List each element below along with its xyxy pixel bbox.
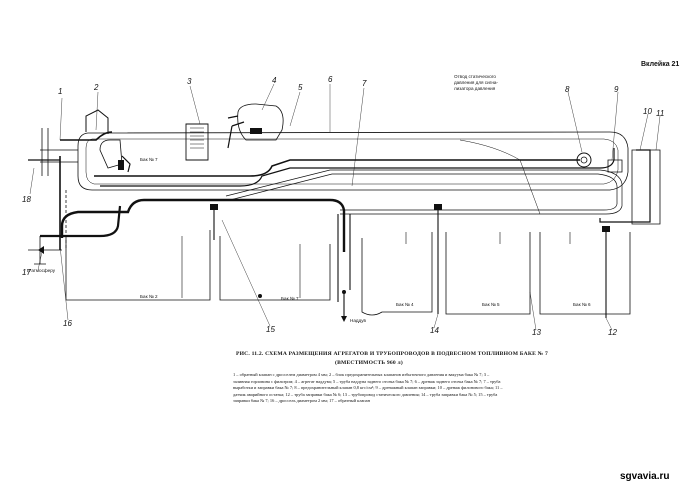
component-4-tube: [227, 115, 245, 149]
arrow-air: [341, 316, 347, 322]
callout-9: 9: [614, 85, 619, 94]
component-8-inner: [580, 156, 588, 164]
arrow-atmosphere: [38, 246, 44, 254]
tank6-label: Бак № 6: [573, 302, 591, 307]
side-note-line-2: давления для сигна-: [454, 80, 498, 85]
component-4-body: [237, 103, 284, 141]
air-inlet-label: Наддув: [350, 318, 366, 323]
fitting-dot-1: [342, 290, 346, 294]
wing-tank-6: [539, 232, 631, 315]
callout-13: 13: [532, 328, 541, 337]
double-pipe-outer: [225, 169, 623, 215]
tank7-upper-label: Бак № 7: [140, 157, 158, 162]
callout-6: 6: [328, 75, 333, 84]
callout-5: 5: [298, 83, 303, 92]
callout-15: 15: [266, 325, 275, 334]
callout-8: 8: [565, 85, 570, 94]
wing-tank-7-low: [219, 236, 331, 301]
caption-title: РИС. 11.2. СХЕМА РАЗМЕЩЕНИЯ АГРЕГАТОВ И …: [236, 351, 549, 357]
callout-14: 14: [430, 326, 439, 335]
side-note-line-1: Отвод статического: [454, 74, 496, 79]
callout-12: 12: [608, 328, 617, 337]
caption-body: 1 – обратный клапан с дросселем диаметро…: [233, 372, 503, 404]
left-supply-pipe: [40, 205, 122, 238]
fitting-block-3: [602, 226, 610, 232]
component-3-box: [185, 123, 209, 161]
wing-tank-5: [445, 232, 531, 315]
atmosphere-lines: [28, 236, 62, 265]
wing-tank-4: [361, 232, 433, 316]
callout-3: 3: [187, 77, 192, 86]
fitting-dot-2: [258, 294, 262, 298]
upper-tube-a: [60, 131, 113, 141]
callout-2: 2: [94, 83, 99, 92]
fitting-block-2: [250, 128, 262, 134]
caption-subtitle: (ВМЕСТИМОСТЬ 960 л): [335, 360, 403, 366]
tank7-lower-label: Бак № 7: [281, 296, 299, 301]
left-frame: [40, 128, 78, 176]
atmosphere-label: В атмосферу: [27, 268, 56, 273]
tank7-upper-outline: [77, 131, 629, 191]
callout-11: 11: [656, 109, 665, 118]
fitting-block-5: [210, 204, 218, 210]
right-drain-pipe: [599, 149, 651, 223]
leader-lines: [29, 83, 661, 331]
tank5-label: Бак № 5: [482, 302, 500, 307]
static-line-13: [459, 139, 541, 215]
fitting-block-4: [434, 204, 442, 210]
wing-tank-2: [65, 230, 211, 301]
double-pipe-inner: [229, 173, 618, 211]
side-note-line-3: лизатора давления: [454, 86, 496, 91]
component-9: [607, 159, 623, 173]
callout-16: 16: [63, 319, 72, 328]
component-2-cup: [99, 139, 123, 169]
callout-10: 10: [643, 107, 652, 116]
refill-pipe-mid: [337, 214, 351, 302]
watermark: sgvavia.ru: [620, 471, 670, 482]
component-3-filter: [190, 127, 204, 149]
tank7-upper-inner: [85, 138, 619, 185]
component-11: [631, 149, 661, 225]
callout-4: 4: [272, 76, 277, 85]
callout-18: 18: [22, 195, 31, 204]
callout-7: 7: [362, 79, 367, 88]
wing-partition: [181, 232, 571, 298]
upper-tube-c: [100, 148, 615, 187]
component-2-hook: [121, 155, 131, 173]
callout-17: 17: [22, 268, 31, 277]
left-fittings: [85, 109, 109, 134]
tank2-label: Бак № 2: [140, 294, 158, 299]
main-fuel-pipe: [60, 198, 346, 252]
upper-tube-b: [94, 159, 580, 177]
tank4-label: Бак № 4: [396, 302, 414, 307]
fitting-block-1: [118, 160, 124, 170]
callout-1: 1: [58, 87, 63, 96]
component-8-valve: [576, 152, 592, 168]
page-label: Вклейка 21: [641, 61, 680, 68]
